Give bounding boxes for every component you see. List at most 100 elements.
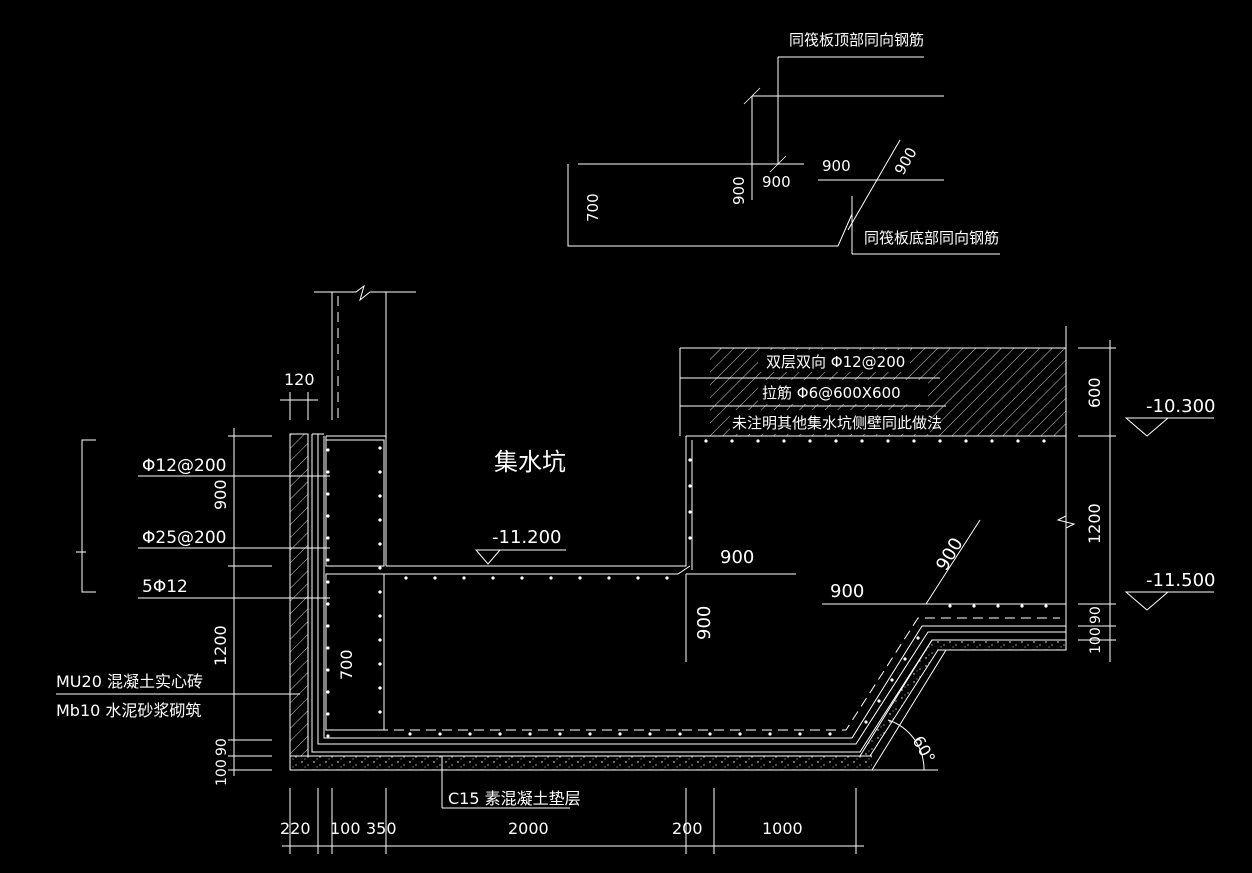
rebar-dot bbox=[688, 458, 692, 462]
rebar-dot bbox=[378, 710, 382, 714]
rebar-dot bbox=[326, 514, 330, 518]
rebar-dot bbox=[326, 734, 330, 738]
right-dim-100: 100 bbox=[1088, 627, 1104, 654]
rebar-dot bbox=[326, 448, 330, 452]
brick-wall bbox=[289, 433, 309, 757]
c15-base-label: C15 素混凝土垫层 bbox=[448, 789, 581, 808]
rebar-dot bbox=[996, 604, 1000, 608]
rebar-dot bbox=[912, 439, 916, 443]
bottom-dim-1000: 1000 bbox=[762, 819, 803, 838]
rebar-dot bbox=[798, 732, 802, 736]
rebar-dot bbox=[326, 646, 330, 650]
raft-tie-label: 拉筋 Φ6@600X600 bbox=[762, 384, 901, 402]
rebar-dot bbox=[326, 536, 330, 540]
rebar-dot bbox=[326, 602, 330, 606]
rebar-dot bbox=[948, 604, 952, 608]
right-dim-600: 600 bbox=[1085, 377, 1104, 408]
rebar-dot bbox=[738, 732, 742, 736]
rebar-dot bbox=[378, 614, 382, 618]
rebar-dot bbox=[704, 439, 708, 443]
c15-base bbox=[290, 639, 1067, 757]
rebar-dot bbox=[730, 439, 734, 443]
rebar-dot bbox=[468, 732, 472, 736]
rebar-dot bbox=[528, 732, 532, 736]
bottom-dim-2000: 2000 bbox=[508, 819, 549, 838]
rebar-dot bbox=[808, 439, 812, 443]
rebar-dot bbox=[886, 439, 890, 443]
rebar-dot bbox=[378, 662, 382, 666]
rebar-dot bbox=[916, 636, 920, 640]
rebar-dot bbox=[549, 576, 553, 580]
detail-diag bbox=[847, 139, 901, 231]
dim-900-h1: 900 bbox=[762, 173, 791, 191]
rebar-dot bbox=[378, 470, 382, 474]
rebar-dot bbox=[688, 510, 692, 514]
rebar-phi25-200: Φ25@200 bbox=[142, 528, 226, 548]
rebar-dot bbox=[378, 494, 382, 498]
rebar-dot bbox=[326, 712, 330, 716]
rebar-dot bbox=[1042, 439, 1046, 443]
rebar-dot bbox=[972, 604, 976, 608]
rebar-dot bbox=[326, 690, 330, 694]
raft-note-label: 未注明其他集水坑侧壁同此做法 bbox=[732, 414, 942, 432]
rebar-dot bbox=[678, 732, 682, 736]
detail-outline bbox=[567, 164, 853, 247]
left-dim-1200: 1200 bbox=[211, 625, 230, 666]
bottom-dimensions: C15 素混凝土垫层 220 100 350 2000 200 1000 bbox=[280, 756, 864, 854]
label-raft-top-rebar: 同筏板顶部同向钢筋 bbox=[789, 31, 924, 49]
rebar-dot bbox=[860, 439, 864, 443]
elev-pit: -11.200 bbox=[492, 527, 561, 548]
angle-arc bbox=[887, 719, 925, 771]
top-detail: 同筏板顶部同向钢筋 同筏板底部同向钢筋 700 900 900 900 900 bbox=[567, 31, 1000, 255]
dim-700-column: 700 bbox=[337, 649, 356, 680]
rebar-dot bbox=[903, 657, 907, 661]
rebar-dot bbox=[378, 518, 382, 522]
rebar-dot bbox=[404, 576, 408, 580]
rebar-dot bbox=[618, 732, 622, 736]
rebar-dot bbox=[1044, 604, 1048, 608]
rebar-dot bbox=[378, 686, 382, 690]
column-upper bbox=[325, 439, 385, 567]
elev-top: -10.300 bbox=[1146, 396, 1215, 417]
left-dim-100: 100 bbox=[214, 759, 230, 786]
rebar-dot bbox=[326, 624, 330, 628]
rebar-dot bbox=[378, 446, 382, 450]
pit-title: 集水坑 bbox=[494, 448, 566, 476]
rebar-dot bbox=[378, 566, 382, 570]
rebar-dot bbox=[558, 732, 562, 736]
dim-900-diagonal: 900 bbox=[891, 144, 921, 178]
label-raft-bottom-rebar: 同筏板底部同向钢筋 bbox=[864, 229, 999, 247]
dim-120: 120 bbox=[284, 370, 315, 389]
rebar-dot bbox=[326, 558, 330, 562]
rebar-dot bbox=[834, 439, 838, 443]
rebar-dot bbox=[588, 732, 592, 736]
rebar-dot bbox=[938, 439, 942, 443]
rebar-dot bbox=[877, 699, 881, 703]
bottom-dim-220: 220 bbox=[280, 819, 311, 838]
rebar-dot bbox=[408, 732, 412, 736]
rebar-dot bbox=[756, 439, 760, 443]
rebar-dot bbox=[648, 732, 652, 736]
bottom-dim-200: 200 bbox=[672, 819, 703, 838]
left-dimensions: 900 1200 90 100 bbox=[211, 428, 272, 786]
rebar-dot bbox=[864, 720, 868, 724]
dim-900-c: 900 bbox=[830, 581, 864, 602]
sump-pit: -11.200 集水坑 900 900 900 900 700 60° bbox=[289, 284, 1067, 771]
dim-900-a: 900 bbox=[720, 547, 754, 568]
rebar-dot bbox=[326, 580, 330, 584]
left-dim-90: 90 bbox=[214, 738, 230, 756]
rebar-dot bbox=[607, 576, 611, 580]
rebar-dot bbox=[326, 668, 330, 672]
raft-slab: 双层双向 Φ12@200 拉筋 Φ6@600X600 未注明其他集水坑侧壁同此做… bbox=[679, 326, 1067, 640]
rebar-dot bbox=[708, 732, 712, 736]
rebar-dot bbox=[378, 590, 382, 594]
rebar-dot bbox=[990, 439, 994, 443]
brick-spec-1: MU20 混凝土实心砖 bbox=[56, 672, 203, 691]
rebar-dot bbox=[964, 439, 968, 443]
right-dim-90: 90 bbox=[1088, 606, 1104, 624]
rebar-dot bbox=[326, 492, 330, 496]
left-annotations: Φ12@200 Φ25@200 5Φ12 MU20 混凝土实心砖 Mb10 水泥… bbox=[56, 370, 330, 720]
dim-700-top: 700 bbox=[584, 193, 602, 222]
rebar-dot bbox=[636, 576, 640, 580]
